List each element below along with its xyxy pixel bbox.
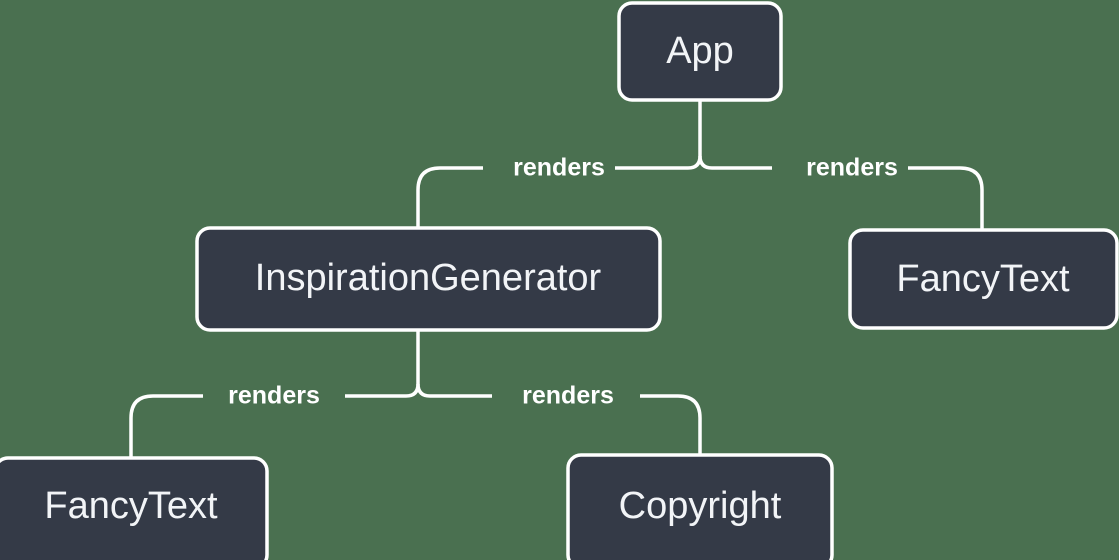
node-copyright-label: Copyright: [619, 485, 782, 527]
edge-label-inspirationgenerator-copyright: renders: [522, 382, 614, 410]
edge-label-inspirationgenerator-fancytext-bottom: renders: [228, 382, 320, 410]
node-fancytext-right-box: [848, 228, 1119, 330]
node-fancytext-bottom-box: [0, 456, 269, 560]
node-fancytext-bottom-label: FancyText: [44, 485, 218, 527]
node-fancytext-right-label: FancyText: [896, 258, 1070, 300]
node-app-box: [617, 1, 783, 102]
node-copyright-box: [566, 453, 834, 560]
node-inspiration-generator[interactable]: InspirationGenerator: [195, 226, 662, 332]
edge-label-app-fancytext-right: renders: [806, 154, 898, 182]
edge-inspirationgenerator-to-copyright: [416, 383, 702, 455]
node-fancytext-bottom[interactable]: FancyText: [0, 456, 269, 560]
node-copyright[interactable]: Copyright: [566, 453, 834, 560]
node-app[interactable]: App: [617, 1, 783, 102]
node-inspiration-generator-box: [195, 226, 662, 332]
edge-label-app-inspirationgenerator: renders: [513, 154, 605, 182]
node-inspiration-generator-label: InspirationGenerator: [255, 257, 602, 299]
node-app-label: App: [666, 30, 734, 72]
node-fancytext-right[interactable]: FancyText: [848, 228, 1119, 330]
edge-app-to-fancytext-right: [698, 155, 984, 230]
